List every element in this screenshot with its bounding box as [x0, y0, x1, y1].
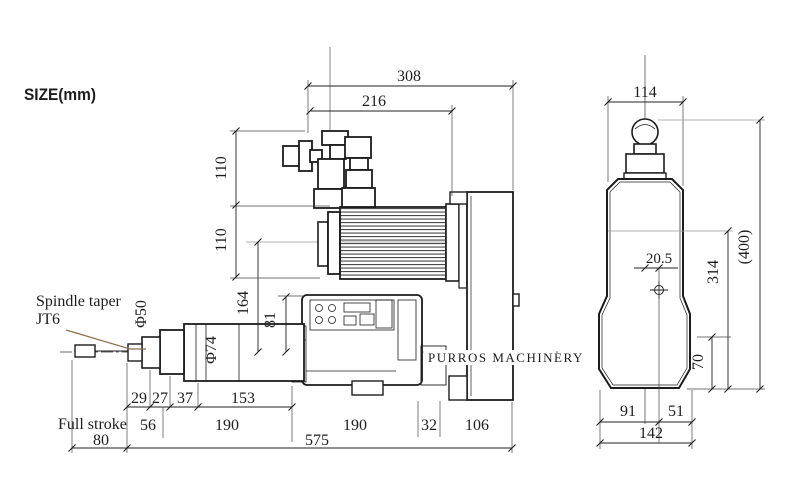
- dim-164: 164: [235, 291, 252, 315]
- dim-70: 70: [690, 354, 707, 370]
- right-extension-lines: [599, 96, 765, 449]
- leader-line: [65, 329, 146, 350]
- ball-knob: [631, 118, 659, 146]
- dim-216: 216: [362, 93, 386, 110]
- dim-110-lower: 110: [213, 228, 230, 251]
- spindle-taper-note-line2: JT6: [36, 311, 60, 328]
- dim-142: 142: [639, 425, 663, 442]
- dim-dia-50: Φ50: [133, 300, 150, 328]
- dim-91: 91: [620, 403, 636, 420]
- rear-housing: [448, 191, 520, 401]
- brand-band: [424, 350, 556, 365]
- brand-label: PURROS MACHINERY: [428, 350, 584, 365]
- dim-56: 56: [140, 417, 156, 434]
- air-fittings: [282, 130, 376, 209]
- dim-51: 51: [668, 403, 684, 420]
- full-stroke-label: Full stroke: [58, 416, 127, 433]
- left-extension-lines: [71, 80, 514, 453]
- front-view-machine: [598, 55, 691, 424]
- left-dimension-lines: [72, 85, 513, 449]
- body-outline: [598, 178, 691, 389]
- dim-32: 32: [421, 417, 437, 434]
- right-dimension-lines: [600, 101, 761, 444]
- dim-29: 29: [131, 390, 147, 407]
- dim-dia-74: Φ74: [203, 336, 220, 364]
- feed-body: [291, 294, 447, 396]
- dim-575: 575: [305, 432, 329, 449]
- dim-114: 114: [633, 84, 656, 101]
- dim-106: 106: [465, 417, 489, 434]
- dimension-ticks: [68, 82, 764, 452]
- dim-153: 153: [231, 390, 255, 407]
- side-view-machine: [60, 47, 558, 401]
- dim-190-front: 190: [215, 417, 239, 434]
- dim-27: 27: [152, 390, 168, 407]
- dim-110-upper: 110: [213, 156, 230, 179]
- dim-80: 80: [93, 432, 109, 449]
- dim-308: 308: [397, 68, 421, 85]
- dim-314: 314: [705, 260, 722, 284]
- dim-190-rear: 190: [343, 417, 367, 434]
- drill-rod: [74, 344, 96, 358]
- dim-81: 81: [262, 312, 279, 328]
- dim-20-5: 20.5: [646, 251, 672, 267]
- spindle-quill: [74, 323, 305, 382]
- size-unit-label: SIZE(mm): [24, 85, 96, 104]
- dim-400: (400): [736, 230, 753, 265]
- dim-37: 37: [177, 390, 193, 407]
- spindle-taper-note-line1: Spindle taper: [36, 293, 122, 310]
- motor: [317, 195, 468, 289]
